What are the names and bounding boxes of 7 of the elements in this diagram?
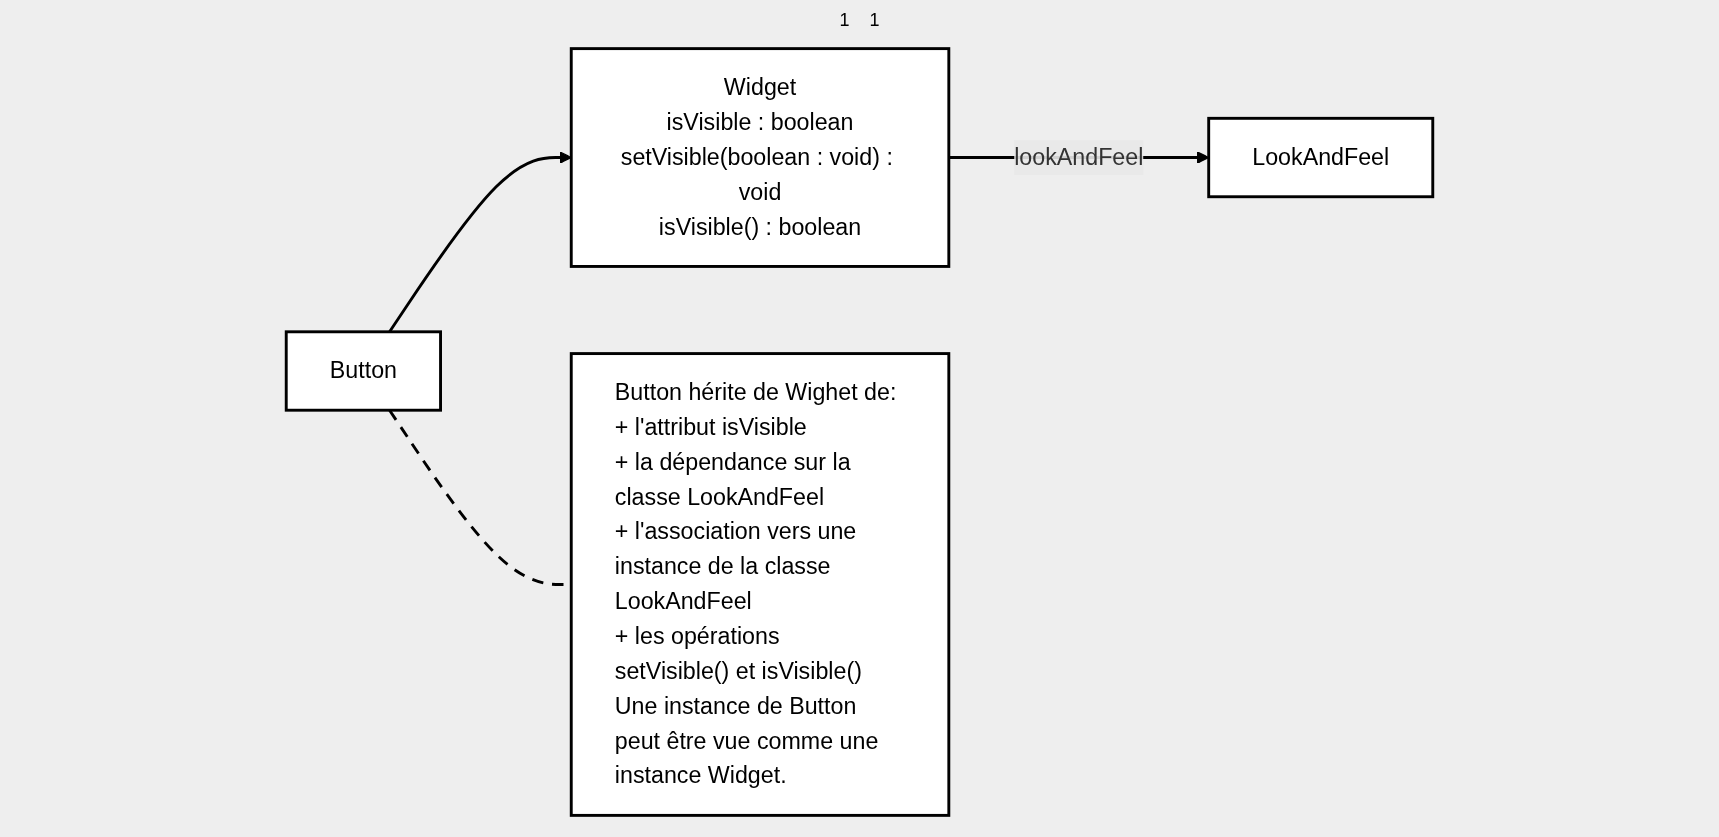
node-box: Button <box>284 330 442 412</box>
edge-label: lookAndFeel <box>1014 144 1144 170</box>
multiplicity-label: 1 <box>839 10 850 31</box>
node-box: Widget isVisible : boolean setVisible(boolean : void) : void isVisible() : boolean <box>569 47 951 268</box>
node-box: LookAndFeel <box>1207 116 1435 199</box>
node-box: Button hérite de Wighet de: + l'attribut isVisible + la dépendance sur la classe LookAndFeel + l'association vers une instance de la classe LookAndFeel + les opérations setVisible() et isVisible() Une instance de Button peut être vue comme une instance Widget. <box>569 352 951 817</box>
multiplicity-label: 1 <box>869 10 880 31</box>
